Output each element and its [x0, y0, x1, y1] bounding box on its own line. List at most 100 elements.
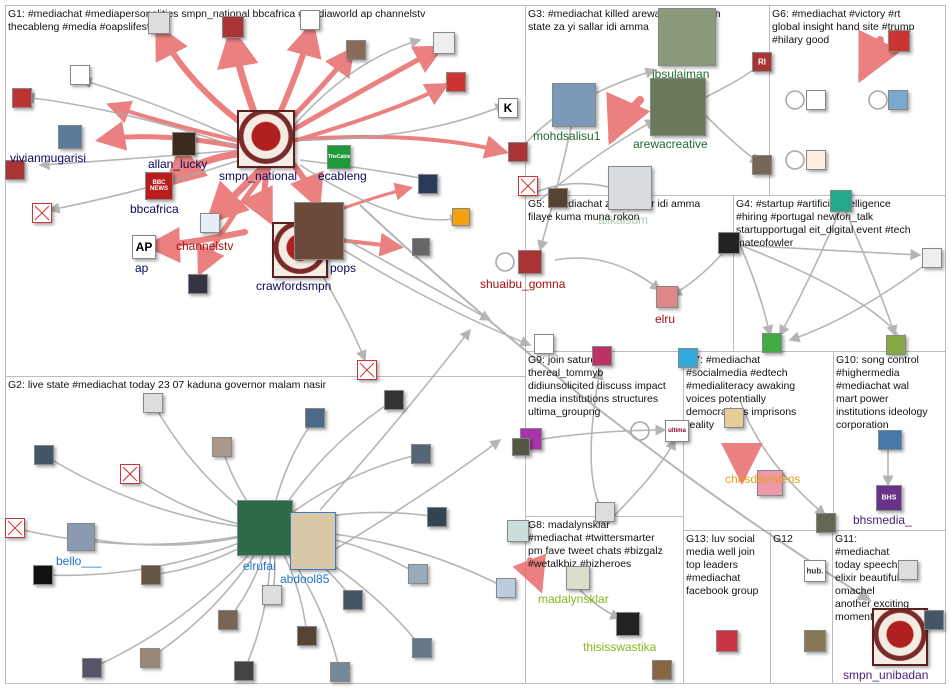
node-g1-p[interactable]: [188, 274, 208, 294]
node-shuaibu-gomna[interactable]: [518, 250, 542, 274]
node-g3-a[interactable]: [518, 176, 538, 196]
node-g1-b[interactable]: [222, 16, 244, 38]
node-g2-v[interactable]: [82, 658, 102, 678]
node-g10-a[interactable]: [878, 430, 902, 450]
node-g4-c[interactable]: [922, 248, 942, 268]
node-g1-r[interactable]: [357, 360, 377, 380]
node-g1-n[interactable]: [452, 208, 470, 226]
node-g2-e[interactable]: [212, 437, 232, 457]
node-g2-c[interactable]: [384, 390, 404, 410]
node-g1-g[interactable]: [70, 65, 90, 85]
edge-red: [721, 442, 764, 485]
label-shuaibu-gomna: shuaibu_gomna: [480, 277, 566, 291]
node-g6-a[interactable]: [888, 30, 910, 52]
node-g6-b[interactable]: [806, 90, 826, 110]
node-g4-a[interactable]: [718, 232, 740, 254]
node-g2-p[interactable]: [218, 610, 238, 630]
node-g1-e[interactable]: [433, 32, 455, 54]
node-g2-s[interactable]: [140, 648, 160, 668]
node-g1-d[interactable]: [346, 40, 366, 60]
node-abdool85[interactable]: [290, 512, 336, 570]
node-g2-g[interactable]: [120, 464, 140, 484]
node-g1-m[interactable]: [418, 174, 438, 194]
node-ap[interactable]: AP: [132, 235, 156, 259]
node-g1-l[interactable]: [508, 142, 528, 162]
node-g2-h[interactable]: [5, 518, 25, 538]
bhs-logo-icon: BHS: [881, 494, 897, 502]
node-g4-d[interactable]: [762, 333, 782, 353]
node-vivianmugarisi[interactable]: [58, 125, 82, 149]
node-g1-o[interactable]: [412, 238, 430, 256]
edge: [534, 424, 667, 441]
node-g1-i[interactable]: [5, 160, 25, 180]
node-hub[interactable]: hub.: [804, 560, 826, 582]
node-g3-c[interactable]: [752, 155, 772, 175]
node-g2-k[interactable]: [141, 565, 161, 585]
node-g5-b[interactable]: [534, 334, 554, 354]
node-g4-b[interactable]: [830, 190, 852, 212]
node-g9-c[interactable]: [592, 346, 612, 366]
node-g2-d[interactable]: [34, 445, 54, 465]
node-g1-c[interactable]: [300, 10, 320, 30]
node-g13-a[interactable]: [716, 630, 738, 652]
node-ibsulaiman[interactable]: [658, 8, 716, 66]
node-g2-j[interactable]: [33, 565, 53, 585]
node-madalynsklar[interactable]: [566, 566, 590, 590]
node-elru[interactable]: [656, 286, 678, 308]
node-g8-b[interactable]: [652, 660, 672, 680]
node-ultima-groupng[interactable]: ultima: [665, 420, 689, 442]
label-arewacreative: arewacreative: [633, 137, 708, 151]
node-g2-t[interactable]: [234, 661, 254, 681]
node-g2-m[interactable]: [496, 578, 516, 598]
node-g2-i[interactable]: [427, 507, 447, 527]
hub-logo-icon: hub.: [806, 566, 824, 576]
node-thecableng[interactable]: TheCable.: [327, 145, 351, 169]
node-thisisswastika[interactable]: [616, 612, 640, 636]
node-g2-q[interactable]: [297, 626, 317, 646]
node-g7-b[interactable]: [724, 408, 744, 428]
node-g5-a[interactable]: [548, 188, 568, 208]
node-g2-n[interactable]: [262, 585, 282, 605]
node-mohdsalisu1[interactable]: [552, 83, 596, 127]
node-g9-d[interactable]: [595, 502, 615, 522]
node-g2-a[interactable]: [143, 393, 163, 413]
node-arewacreative[interactable]: [650, 78, 706, 136]
node-g12-a[interactable]: [804, 630, 826, 652]
node-g1-a[interactable]: [148, 12, 170, 34]
node-g2-l[interactable]: [408, 564, 428, 584]
broken-image-icon: [7, 520, 23, 536]
node-g7-c[interactable]: [816, 513, 836, 533]
edge: [844, 209, 898, 337]
node-bhsmedia[interactable]: BHS: [876, 485, 902, 511]
edge: [779, 209, 841, 337]
node-g2-r[interactable]: [412, 638, 432, 658]
node-g11-a[interactable]: [898, 560, 918, 580]
node-bello[interactable]: [67, 523, 95, 551]
node-g7-a[interactable]: [678, 348, 698, 368]
edge: [739, 244, 922, 261]
node-g1-k[interactable]: K: [498, 98, 518, 118]
node-g3-b[interactable]: RI: [752, 52, 772, 72]
node-alikalsum[interactable]: [608, 166, 652, 210]
node-bbcafrica[interactable]: BBC NEWS: [145, 172, 173, 200]
node-g6-d[interactable]: [806, 150, 826, 170]
node-elrufai[interactable]: [237, 500, 293, 556]
node-g1-q[interactable]: [32, 203, 52, 223]
node-pops[interactable]: [294, 202, 344, 260]
node-g2-o[interactable]: [343, 590, 363, 610]
node-g8-a[interactable]: [507, 520, 529, 542]
node-g6-c[interactable]: [888, 90, 908, 110]
node-g4-e[interactable]: [886, 335, 906, 355]
node-g2-b[interactable]: [305, 408, 325, 428]
node-chrisdavislens[interactable]: [757, 470, 783, 496]
node-smpn-national[interactable]: [237, 110, 295, 168]
node-g1-f[interactable]: [446, 72, 466, 92]
node-g2-f[interactable]: [411, 444, 431, 464]
node-g2-u[interactable]: [330, 662, 350, 682]
node-g1-h[interactable]: [12, 88, 32, 108]
node-smpn-unibadan[interactable]: [872, 608, 928, 666]
node-channelstv[interactable]: [200, 213, 220, 233]
node-g11-b[interactable]: [924, 610, 944, 630]
node-g9-b[interactable]: [512, 438, 530, 456]
node-allan-lucky[interactable]: [172, 132, 196, 156]
